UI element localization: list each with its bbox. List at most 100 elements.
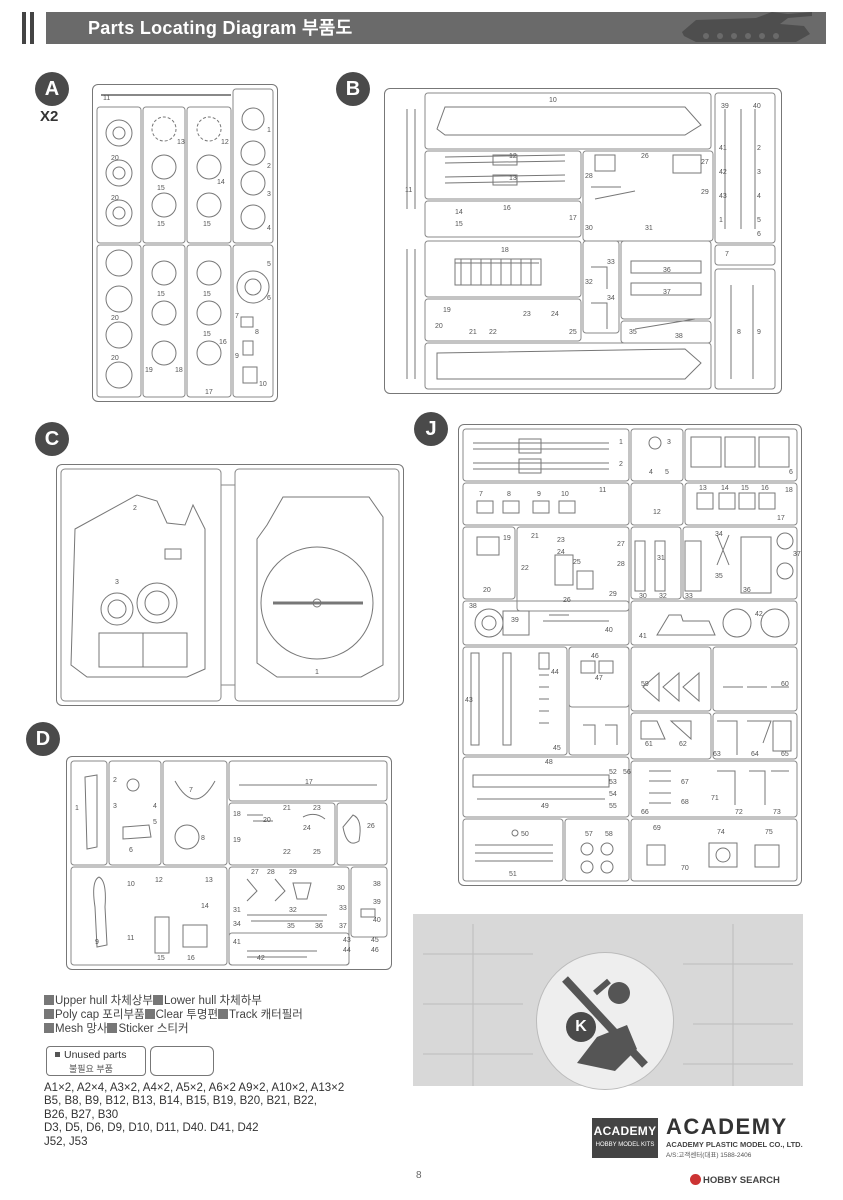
part-number: 52 bbox=[609, 769, 617, 776]
part-number: 3 bbox=[667, 439, 671, 446]
part-number: 1 bbox=[619, 439, 623, 446]
part-number: 68 bbox=[681, 799, 689, 806]
part-number: 2 bbox=[133, 505, 137, 512]
part-number: 69 bbox=[653, 825, 661, 832]
part-number: 6 bbox=[129, 847, 133, 854]
part-number: 18 bbox=[233, 811, 241, 818]
part-number: 27 bbox=[617, 541, 625, 548]
part-number: 43 bbox=[343, 937, 351, 944]
sprue-d-drawing bbox=[70, 760, 388, 966]
part-number: 17 bbox=[205, 389, 213, 396]
sprue-frame-b: 10 12 13 11 14 15 16 17 18 19 20 21 22 2… bbox=[384, 88, 782, 394]
part-number: 36 bbox=[743, 587, 751, 594]
part-number: 7 bbox=[189, 787, 193, 794]
part-number: 4 bbox=[153, 803, 157, 810]
part-number: 40 bbox=[373, 917, 381, 924]
part-number: 37 bbox=[339, 923, 347, 930]
legend-swatch bbox=[107, 1023, 118, 1033]
part-number: 12 bbox=[509, 153, 517, 160]
part-number: 60 bbox=[781, 681, 789, 688]
part-number: 15 bbox=[741, 485, 749, 492]
part-number: 13 bbox=[509, 175, 517, 182]
part-number: 18 bbox=[501, 247, 509, 254]
academy-company-logo: ACADEMY ACADEMY PLASTIC MODEL CO., LTD. … bbox=[666, 1114, 803, 1159]
part-number: 26 bbox=[367, 823, 375, 830]
part-number: 12 bbox=[653, 509, 661, 516]
part-number: 3 bbox=[267, 191, 271, 198]
part-number: 15 bbox=[203, 221, 211, 228]
part-number: 74 bbox=[717, 829, 725, 836]
part-number: 45 bbox=[371, 937, 379, 944]
part-number: 39 bbox=[373, 899, 381, 906]
part-number: 55 bbox=[609, 803, 617, 810]
part-number: 1 bbox=[719, 217, 723, 224]
part-number: 11 bbox=[103, 95, 111, 102]
part-number: 33 bbox=[607, 259, 615, 266]
part-number: 2 bbox=[113, 777, 117, 784]
part-number: 41 bbox=[639, 633, 647, 640]
section-a-qty: X2 bbox=[40, 108, 59, 125]
part-number: 15 bbox=[157, 955, 165, 962]
part-number: 19 bbox=[233, 837, 241, 844]
part-number: 40 bbox=[753, 103, 761, 110]
part-number: 22 bbox=[489, 329, 497, 336]
part-number: 21 bbox=[283, 805, 291, 812]
sprue-c-drawing bbox=[60, 468, 400, 702]
part-number: 38 bbox=[469, 603, 477, 610]
part-number: 5 bbox=[153, 819, 157, 826]
part-number: 29 bbox=[289, 869, 297, 876]
part-number: 18 bbox=[785, 487, 793, 494]
part-number: 23 bbox=[313, 805, 321, 812]
part-number: 54 bbox=[609, 791, 617, 798]
part-number: 62 bbox=[679, 741, 687, 748]
section-c-badge: C bbox=[35, 422, 69, 456]
part-number: 10 bbox=[549, 97, 557, 104]
part-number: 73 bbox=[773, 809, 781, 816]
page-title: Parts Locating Diagram 부품도 bbox=[88, 18, 353, 38]
part-number: 15 bbox=[203, 331, 211, 338]
part-number: 39 bbox=[721, 103, 729, 110]
part-number: 51 bbox=[509, 871, 517, 878]
legend-swatch bbox=[218, 1009, 229, 1019]
part-number: 11 bbox=[127, 935, 135, 942]
sprue-frame-a: 11 13 12 20 15 14 20 1 15 2 15 3 4 5 6 7… bbox=[92, 84, 278, 402]
part-number: 9 bbox=[537, 491, 541, 498]
part-number: 3 bbox=[757, 169, 761, 176]
part-number: 57 bbox=[585, 831, 593, 838]
part-number: 20 bbox=[483, 587, 491, 594]
part-number: 43 bbox=[719, 193, 727, 200]
part-number: 29 bbox=[701, 189, 709, 196]
legend-swatch bbox=[44, 1009, 54, 1019]
part-number: 5 bbox=[757, 217, 761, 224]
part-number: 40 bbox=[605, 627, 613, 634]
part-number: 19 bbox=[145, 367, 153, 374]
sprue-b-drawing bbox=[406, 92, 776, 390]
part-number: 15 bbox=[455, 221, 463, 228]
section-j-badge: J bbox=[414, 412, 448, 446]
hobby-search-icon bbox=[690, 1174, 701, 1185]
part-number: 16 bbox=[187, 955, 195, 962]
part-number: 70 bbox=[681, 865, 689, 872]
part-number: 18 bbox=[175, 367, 183, 374]
part-number: 42 bbox=[755, 611, 763, 618]
part-number: 2 bbox=[619, 461, 623, 468]
part-number: 7 bbox=[235, 313, 239, 320]
unused-parts-list: A1×2, A2×4, A3×2, A4×2, A5×2, A6×2 A9×2,… bbox=[44, 1082, 345, 1148]
tank-silhouette-icon bbox=[682, 12, 812, 42]
part-number: 20 bbox=[111, 315, 119, 322]
part-number: 7 bbox=[725, 251, 729, 258]
part-number: 31 bbox=[233, 907, 241, 914]
part-number: 6 bbox=[757, 231, 761, 238]
part-number: 29 bbox=[609, 591, 617, 598]
hobby-search-watermark: HOBBY SEARCH bbox=[690, 1174, 780, 1186]
academy-hobby-logo: ACADEMY HOBBY MODEL KITS bbox=[592, 1118, 658, 1158]
sprue-k-part bbox=[562, 976, 648, 1071]
part-number: 63 bbox=[713, 751, 721, 758]
part-number: 42 bbox=[257, 955, 265, 962]
part-number: 53 bbox=[609, 779, 617, 786]
part-number: 49 bbox=[541, 803, 549, 810]
